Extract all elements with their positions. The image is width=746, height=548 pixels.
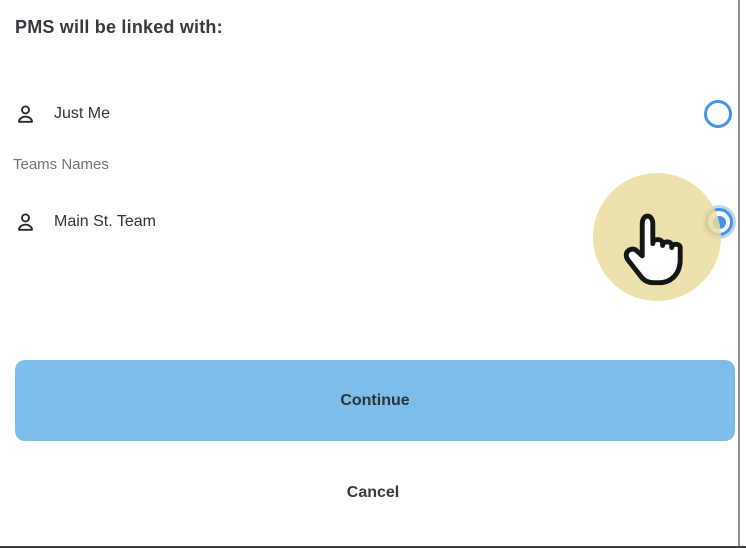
person-icon <box>18 212 33 231</box>
dialog-bottom-border <box>0 546 746 548</box>
dialog-right-border <box>738 0 740 548</box>
cancel-button[interactable]: Cancel <box>0 478 746 508</box>
teams-names-label: Teams Names <box>13 156 109 173</box>
person-icon <box>18 104 33 123</box>
radio-just-me[interactable] <box>704 100 732 128</box>
option-label-main-st-team: Main St. Team <box>54 213 156 230</box>
dialog-title: PMS will be linked with: <box>15 17 223 37</box>
option-label-just-me: Just Me <box>54 105 111 122</box>
continue-button[interactable]: Continue <box>15 360 735 441</box>
pointer-hand-icon <box>623 213 683 286</box>
option-row-just-me[interactable]: Just Me <box>14 99 746 129</box>
